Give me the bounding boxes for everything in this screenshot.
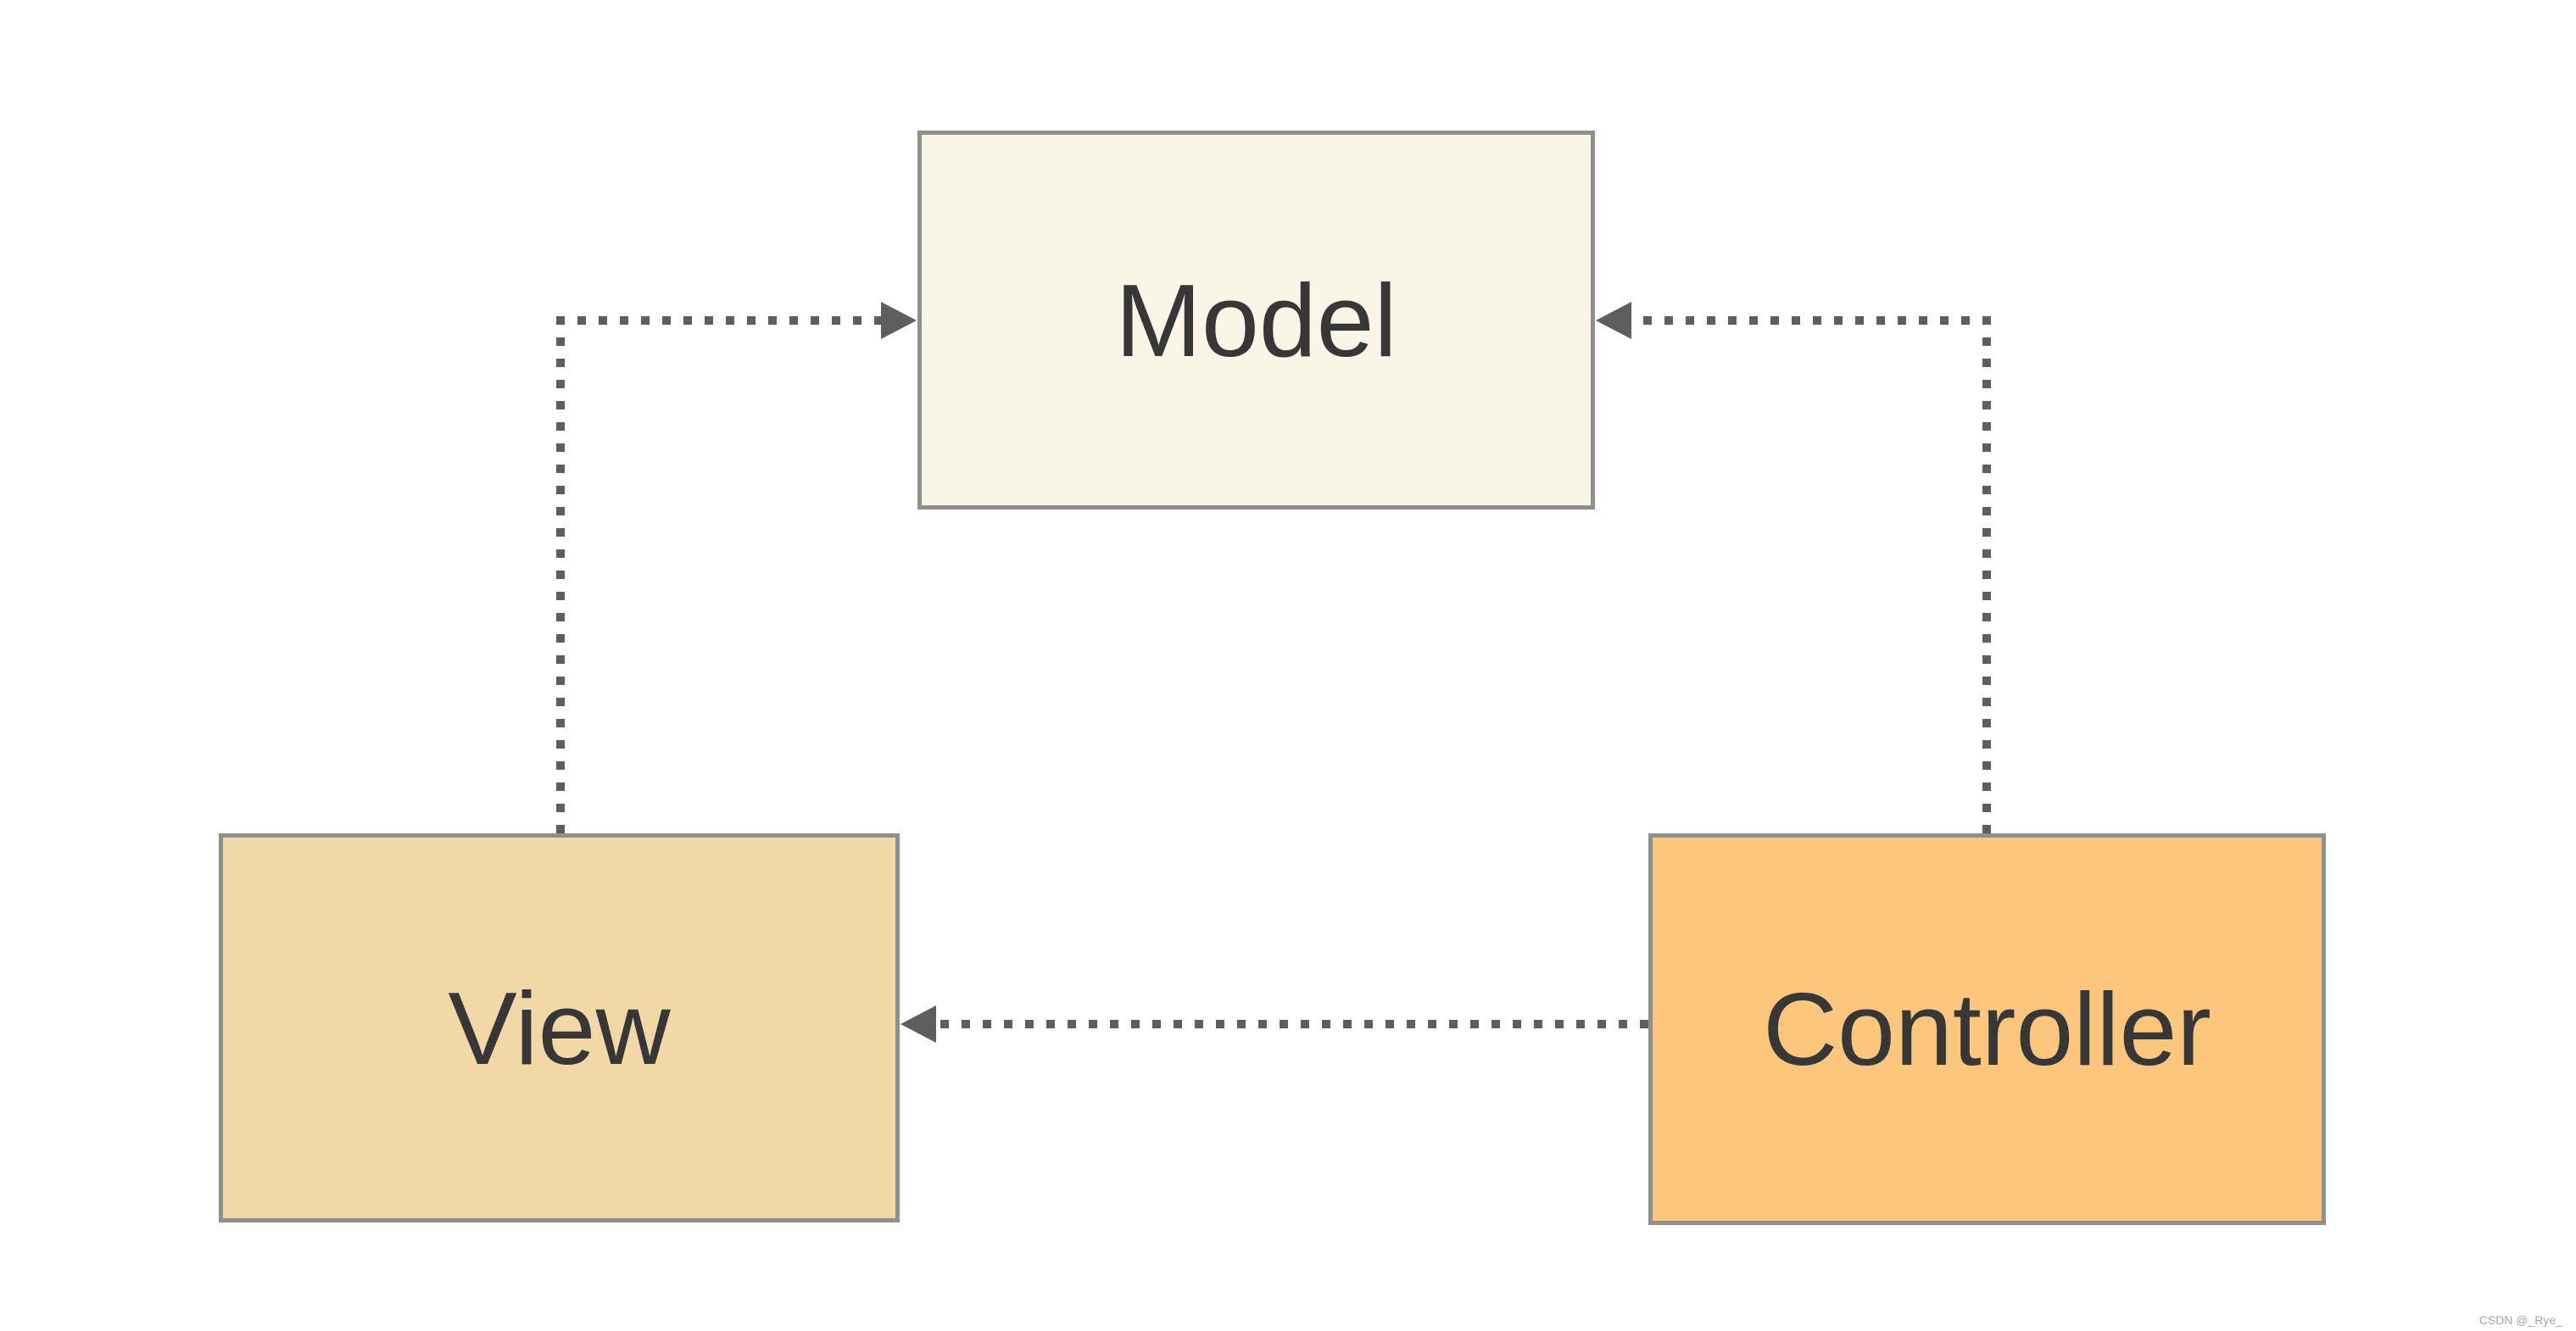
node-view-label: View	[448, 970, 671, 1086]
arrow-controller-to-model-head-icon	[1596, 302, 1631, 339]
arrow-view-to-model-line	[556, 316, 881, 833]
arrow-controller-to-model-line	[1631, 316, 1991, 833]
watermark-text: CSDN @_Rye_	[2478, 1313, 2562, 1327]
arrow-controller-to-model	[1596, 302, 1991, 833]
arrow-view-to-model	[556, 302, 917, 833]
node-model-label: Model	[1115, 262, 1397, 378]
node-controller: Controller	[1648, 833, 2326, 1225]
arrow-view-to-model-head-icon	[881, 302, 917, 339]
arrow-controller-to-view-head-icon	[900, 1005, 936, 1043]
arrow-controller-to-view	[900, 1005, 1648, 1043]
node-controller-label: Controller	[1763, 972, 2211, 1087]
node-model: Model	[917, 131, 1595, 510]
node-view: View	[219, 833, 900, 1222]
